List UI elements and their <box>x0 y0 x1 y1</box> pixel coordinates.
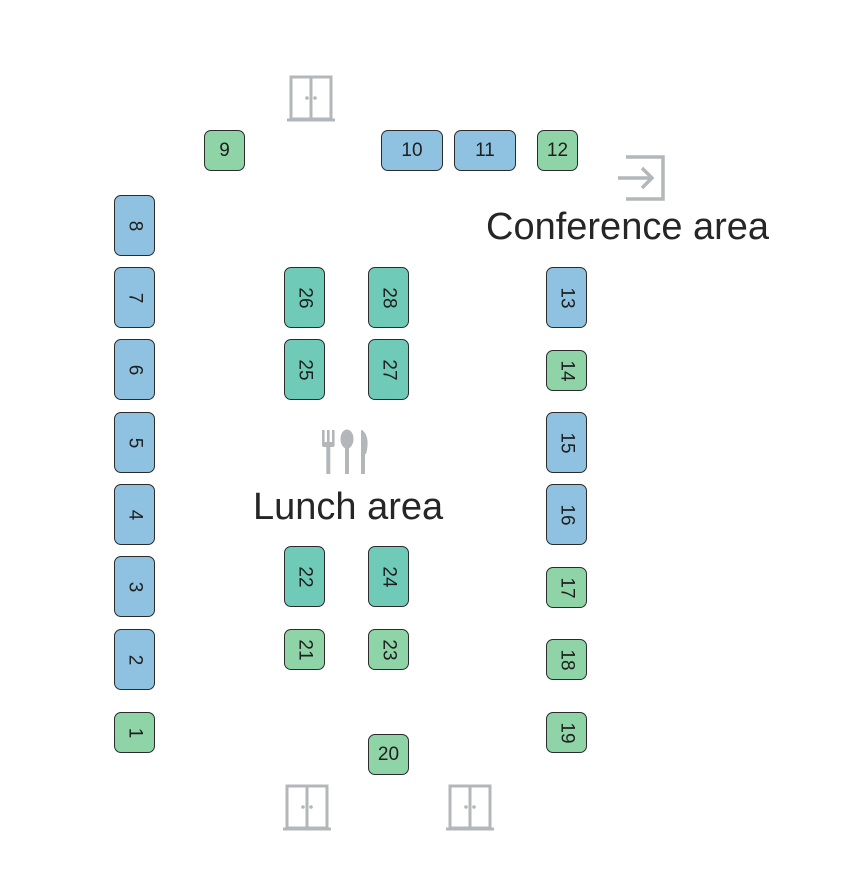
booth-number: 12 <box>546 139 569 161</box>
booth-26[interactable]: 26 <box>284 267 325 328</box>
booth-number: 9 <box>219 139 230 161</box>
booth-number: 28 <box>378 286 400 309</box>
booth-number: 8 <box>124 220 146 231</box>
booth-25[interactable]: 25 <box>284 339 325 400</box>
booth-number: 20 <box>377 743 400 765</box>
booth-14[interactable]: 14 <box>546 350 587 391</box>
booth-number: 19 <box>556 721 578 744</box>
booth-number: 3 <box>124 581 146 592</box>
booth-24[interactable]: 24 <box>368 546 409 607</box>
booth-number: 18 <box>556 648 578 671</box>
booth-19[interactable]: 19 <box>546 712 587 753</box>
booth-17[interactable]: 17 <box>546 567 587 608</box>
booth-27[interactable]: 27 <box>368 339 409 400</box>
conference-area-label: Conference area <box>486 206 770 248</box>
booth-number: 21 <box>294 638 316 661</box>
lunch-area-label: Lunch area <box>253 486 444 528</box>
booth-11[interactable]: 11 <box>454 130 516 171</box>
booth-20[interactable]: 20 <box>368 734 409 775</box>
booth-number: 16 <box>556 503 578 526</box>
booth-number: 2 <box>124 654 146 665</box>
booth-18[interactable]: 18 <box>546 639 587 680</box>
booth-12[interactable]: 12 <box>537 130 578 171</box>
booth-9[interactable]: 9 <box>204 130 245 171</box>
booth-6[interactable]: 6 <box>114 339 155 400</box>
booth-7[interactable]: 7 <box>114 267 155 328</box>
booth-number: 24 <box>378 565 400 588</box>
booth-number: 11 <box>475 139 495 161</box>
entrance-arrow-icon <box>616 155 666 201</box>
booth-2[interactable]: 2 <box>114 629 155 690</box>
booth-28[interactable]: 28 <box>368 267 409 328</box>
booth-22[interactable]: 22 <box>284 546 325 607</box>
booth-number: 13 <box>556 286 578 309</box>
booth-number: 26 <box>294 286 316 309</box>
booth-3[interactable]: 3 <box>114 556 155 617</box>
utensils-icon <box>320 428 372 476</box>
booth-4[interactable]: 4 <box>114 484 155 545</box>
booth-number: 23 <box>378 638 400 661</box>
booth-number: 6 <box>124 364 146 375</box>
booth-number: 25 <box>294 358 316 381</box>
booth-13[interactable]: 13 <box>546 267 587 328</box>
booth-21[interactable]: 21 <box>284 629 325 670</box>
booth-10[interactable]: 10 <box>381 130 443 171</box>
door-icon <box>283 784 331 832</box>
booth-number: 5 <box>124 437 146 448</box>
booth-number: 1 <box>124 727 146 738</box>
booth-number: 4 <box>124 509 146 520</box>
booth-number: 15 <box>556 431 578 454</box>
booth-number: 14 <box>556 359 578 382</box>
door-icon <box>287 75 335 123</box>
booth-number: 27 <box>378 358 400 381</box>
booth-number: 17 <box>556 576 578 599</box>
booth-number: 7 <box>124 292 146 303</box>
booth-23[interactable]: 23 <box>368 629 409 670</box>
booth-number: 22 <box>294 565 316 588</box>
booth-number: 10 <box>401 139 423 161</box>
booth-1[interactable]: 1 <box>114 712 155 753</box>
booth-16[interactable]: 16 <box>546 484 587 545</box>
booth-5[interactable]: 5 <box>114 412 155 473</box>
booth-15[interactable]: 15 <box>546 412 587 473</box>
door-icon <box>446 784 494 832</box>
booth-8[interactable]: 8 <box>114 195 155 256</box>
